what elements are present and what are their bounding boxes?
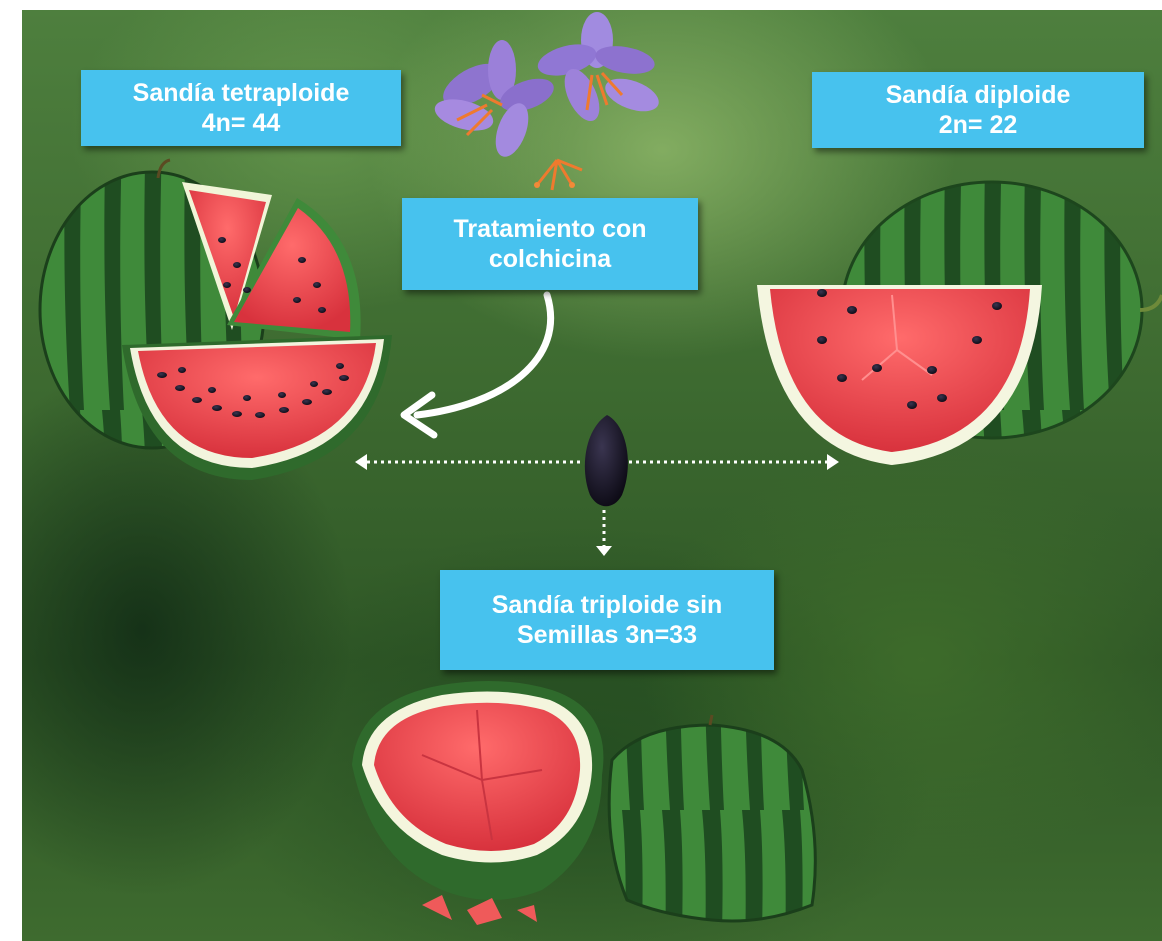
tetraploid-label-line2: 4n= 44 (202, 108, 281, 138)
illustration-layer (22, 10, 1162, 941)
triploid-seedless-watermelon (352, 681, 815, 925)
diploid-label-line1: Sandía diploide (886, 80, 1071, 110)
watermelon-seed-icon (585, 415, 628, 506)
tetraploid-label: Sandía tetraploide 4n= 44 (81, 70, 401, 146)
curved-arrow-icon (417, 295, 551, 415)
diploid-watermelon (757, 182, 1162, 465)
treatment-label-line2: colchicina (489, 244, 611, 274)
tetraploid-label-line1: Sandía tetraploide (133, 78, 350, 108)
tetraploid-watermelon (40, 160, 392, 480)
colchicine-treatment-label: Tratamiento con colchicina (402, 198, 698, 290)
triploid-label-line1: Sandía triploide sin (492, 590, 723, 620)
triploid-label: Sandía triploide sin Semillas 3n=33 (440, 570, 774, 670)
diploid-label: Sandía diploide 2n= 22 (812, 72, 1144, 148)
diploid-label-line2: 2n= 22 (939, 110, 1018, 140)
triploid-label-line2: Semillas 3n=33 (517, 620, 697, 650)
down-arrow-icon (596, 510, 612, 556)
crocus-flower-icon (431, 12, 663, 190)
treatment-label-line1: Tratamiento con (453, 214, 646, 244)
blurred-green-background: Sandía tetraploide 4n= 44 Sandía diploid… (22, 10, 1162, 941)
